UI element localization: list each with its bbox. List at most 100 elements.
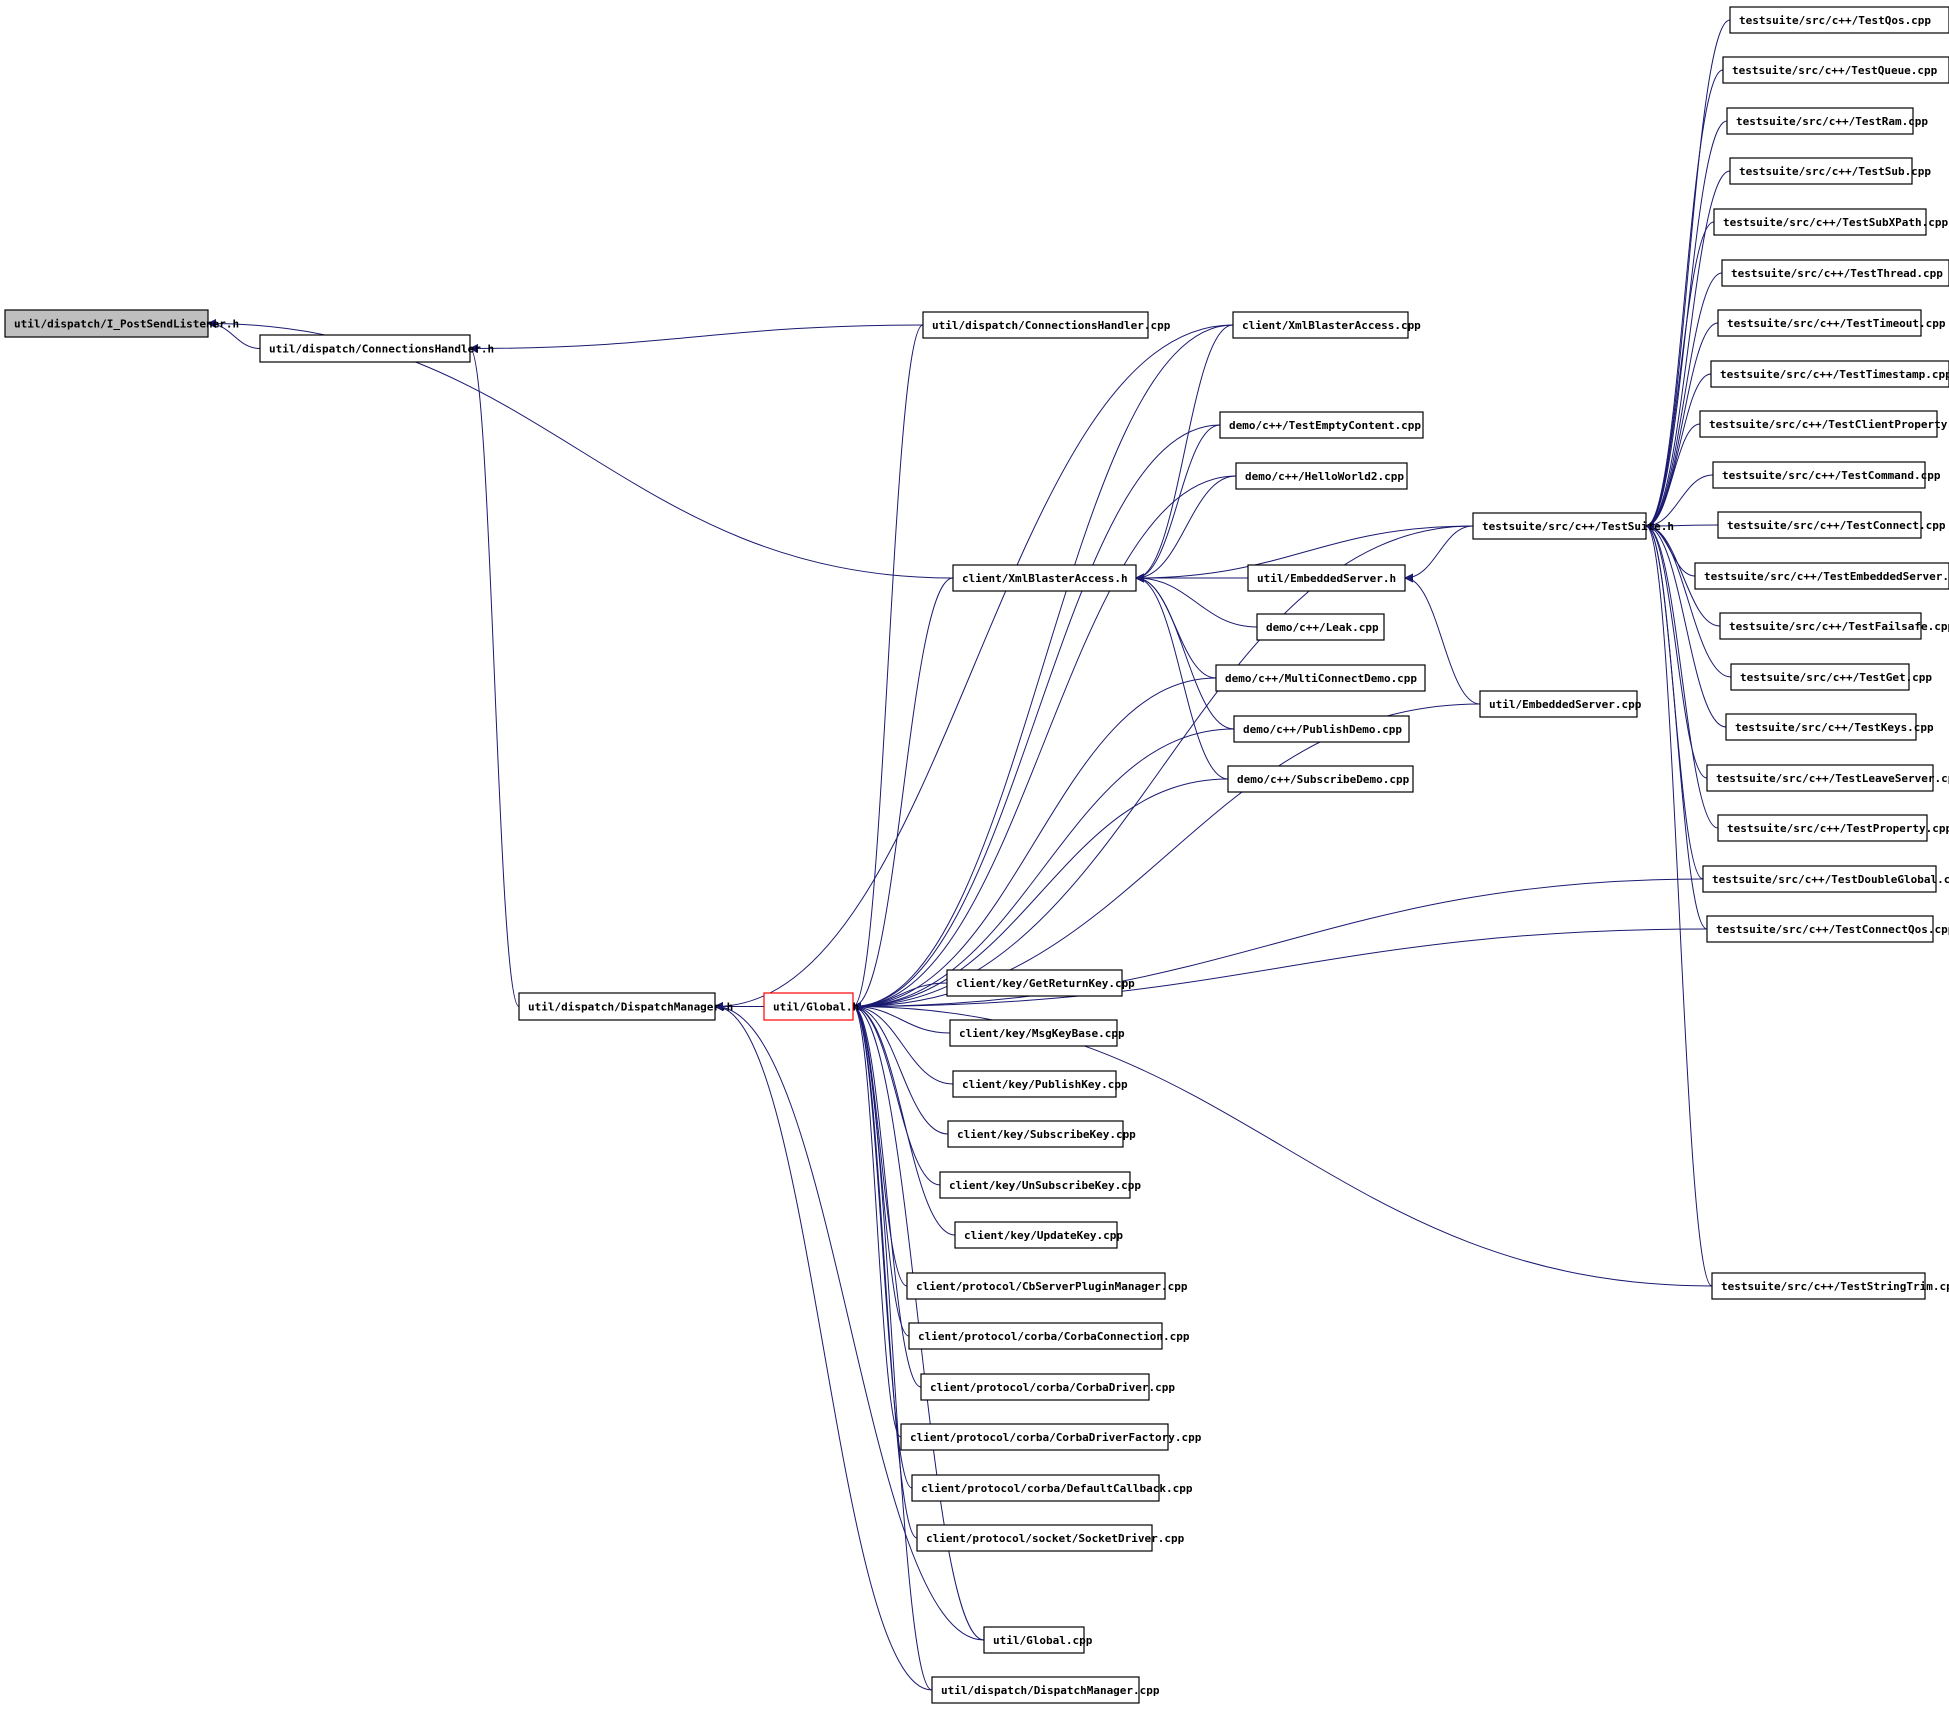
- node-box: [1702, 865, 1937, 893]
- node-label: client/protocol/corba/CorbaDriver.cpp: [930, 1381, 1175, 1394]
- node-box: [952, 1070, 1117, 1098]
- node-testsub[interactable]: testsuite/src/c++/TestSub.cpp: [1729, 157, 1931, 185]
- node-unsubscribekey[interactable]: client/key/UnSubscribeKey.cpp: [939, 1171, 1141, 1199]
- node-global-h[interactable]: util/Global.h: [763, 992, 859, 1021]
- node-defaultcallback[interactable]: client/protocol/corba/DefaultCallback.cp…: [911, 1474, 1193, 1502]
- node-testtimeout[interactable]: testsuite/src/c++/TestTimeout.cpp: [1717, 309, 1946, 337]
- node-subscribekey[interactable]: client/key/SubscribeKey.cpp: [947, 1120, 1136, 1148]
- edge-publishdemo-to-global-h: [852, 728, 1235, 1011]
- node-cbserverpluginmanager[interactable]: client/protocol/CbServerPluginManager.cp…: [906, 1272, 1188, 1300]
- node-box: [954, 1221, 1118, 1249]
- edge-teststringtrim-to-testsuite-h: [1645, 521, 1713, 1287]
- node-box: [1247, 564, 1406, 592]
- node-testconnect[interactable]: testsuite/src/c++/TestConnect.cpp: [1717, 511, 1946, 539]
- node-multiconnectdemo[interactable]: demo/c++/MultiConnectDemo.cpp: [1215, 664, 1426, 692]
- node-box: [1227, 765, 1414, 793]
- node-box: [906, 1272, 1166, 1300]
- node-embeddedserver-h[interactable]: util/EmbeddedServer.h: [1247, 564, 1406, 592]
- node-box: [259, 334, 471, 363]
- node-global-cpp[interactable]: util/Global.cpp: [983, 1626, 1093, 1654]
- node-testconnectqos[interactable]: testsuite/src/c++/TestConnectQos.cpp: [1706, 915, 1949, 943]
- node-box: [947, 1120, 1124, 1148]
- node-testfailsafe[interactable]: testsuite/src/c++/TestFailsafe.cpp: [1719, 612, 1949, 640]
- node-testleaveserver[interactable]: testsuite/src/c++/TestLeaveServer.cpp: [1706, 764, 1949, 792]
- node-box: [1721, 259, 1949, 287]
- node-label: demo/c++/HelloWorld2.cpp: [1245, 470, 1404, 483]
- node-socketdriver[interactable]: client/protocol/socket/SocketDriver.cpp: [916, 1524, 1185, 1552]
- edge-testsuite-h-to-xmlblasteraccess-h: [1135, 525, 1474, 583]
- node-msgkeybase[interactable]: client/key/MsgKeyBase.cpp: [949, 1019, 1125, 1047]
- node-embeddedserver-cpp[interactable]: util/EmbeddedServer.cpp: [1479, 690, 1642, 718]
- node-box: [916, 1524, 1153, 1552]
- node-publishdemo[interactable]: demo/c++/PublishDemo.cpp: [1233, 715, 1410, 743]
- node-testcommand[interactable]: testsuite/src/c++/TestCommand.cpp: [1712, 461, 1941, 489]
- node-connectionshandler-h[interactable]: util/dispatch/ConnectionsHandler.h: [259, 334, 494, 363]
- node-box: [4, 309, 209, 338]
- node-xmlblasteraccess-h[interactable]: client/XmlBlasterAccess.h: [952, 564, 1137, 592]
- edge-getreturnkey-to-global-h: [852, 982, 948, 1011]
- node-label: client/XmlBlasterAccess.h: [962, 572, 1128, 585]
- node-testqueue[interactable]: testsuite/src/c++/TestQueue.cpp: [1722, 56, 1949, 84]
- node-label: demo/c++/PublishDemo.cpp: [1243, 723, 1402, 736]
- node-dispatchmanager-cpp[interactable]: util/dispatch/DispatchManager.cpp: [931, 1676, 1160, 1704]
- edge-testsuite-h-to-embeddedserver-h: [1404, 525, 1474, 583]
- node-getreturnkey[interactable]: client/key/GetReturnKey.cpp: [946, 969, 1135, 997]
- node-corbadriver[interactable]: client/protocol/corba/CorbaDriver.cpp: [920, 1373, 1175, 1401]
- node-corbaconnection[interactable]: client/protocol/corba/CorbaConnection.cp…: [908, 1322, 1190, 1350]
- node-updatekey[interactable]: client/key/UpdateKey.cpp: [954, 1221, 1123, 1249]
- node-testram[interactable]: testsuite/src/c++/TestRam.cpp: [1726, 107, 1928, 135]
- node-box: [1256, 613, 1385, 641]
- edge-defaultcallback-to-global-h: [852, 1002, 913, 1489]
- node-i-postsendlistener[interactable]: util/dispatch/I_PostSendListener.h: [4, 309, 239, 338]
- node-teststringtrim[interactable]: testsuite/src/c++/TestStringTrim.cpp: [1711, 1272, 1949, 1300]
- node-testkeys[interactable]: testsuite/src/c++/TestKeys.cpp: [1725, 713, 1934, 741]
- node-testqos[interactable]: testsuite/src/c++/TestQos.cpp: [1729, 6, 1949, 34]
- edge-connectionshandler-cpp-to-global-h: [852, 324, 924, 1011]
- node-corbadriverfactory[interactable]: client/protocol/corba/CorbaDriverFactory…: [900, 1423, 1202, 1451]
- node-connectionshandler-cpp[interactable]: util/dispatch/ConnectionsHandler.cpp: [922, 311, 1171, 339]
- edge-dispatchmanager-cpp-to-dispatchmanager-h: [714, 1002, 933, 1691]
- node-box: [922, 311, 1149, 339]
- node-testsuite-h[interactable]: testsuite/src/c++/TestSuite.h: [1472, 512, 1674, 540]
- node-leak[interactable]: demo/c++/Leak.cpp: [1256, 613, 1385, 641]
- node-testembeddedserver[interactable]: testsuite/src/c++/TestEmbeddedServer.cpp: [1694, 562, 1949, 590]
- node-subscribedemo[interactable]: demo/c++/SubscribeDemo.cpp: [1227, 765, 1414, 793]
- edge-subscribedemo-to-global-h: [852, 778, 1229, 1011]
- edge-msgkeybase-to-global-h: [852, 1002, 951, 1034]
- node-box: [1706, 764, 1934, 792]
- edge-testdoubleglobal-to-global-h: [852, 878, 1704, 1011]
- edge-embeddedserver-cpp-to-embeddedserver-h: [1404, 573, 1481, 705]
- node-box: [1712, 461, 1926, 489]
- node-box: [946, 969, 1123, 997]
- node-label: testsuite/src/c++/TestThread.cpp: [1731, 267, 1943, 280]
- edge-testget-to-testsuite-h: [1645, 521, 1732, 678]
- edge-leak-to-xmlblasteraccess-h: [1135, 573, 1258, 628]
- node-label: client/key/UpdateKey.cpp: [964, 1229, 1123, 1242]
- node-box: [1706, 915, 1934, 943]
- edge-xmlblasteraccess-cpp-to-global-h: [852, 324, 1234, 1011]
- node-xmlblasteraccess-cpp[interactable]: client/XmlBlasterAccess.cpp: [1232, 311, 1421, 339]
- node-label: testsuite/src/c++/TestConnect.cpp: [1727, 519, 1946, 532]
- node-label: testsuite/src/c++/TestSuite.h: [1482, 520, 1674, 533]
- node-testproperty[interactable]: testsuite/src/c++/TestProperty.cpp: [1717, 814, 1949, 842]
- node-label: client/protocol/corba/CorbaConnection.cp…: [918, 1330, 1190, 1343]
- edge-testemptycontent-to-global-h: [852, 424, 1221, 1011]
- node-testemptycontent[interactable]: demo/c++/TestEmptyContent.cpp: [1219, 411, 1424, 439]
- edge-socketdriver-to-global-h: [852, 1002, 918, 1539]
- node-testsubxpath[interactable]: testsuite/src/c++/TestSubXPath.cpp: [1713, 208, 1949, 236]
- node-label: testsuite/src/c++/TestDoubleGlobal.cpp: [1712, 873, 1949, 886]
- node-publishkey[interactable]: client/key/PublishKey.cpp: [952, 1070, 1128, 1098]
- node-box: [1717, 814, 1928, 842]
- edges-layer: [207, 19, 1732, 1691]
- edge-updatekey-to-global-h: [852, 1002, 956, 1236]
- node-helloworld2[interactable]: demo/c++/HelloWorld2.cpp: [1235, 462, 1408, 490]
- node-testclientproperty[interactable]: testsuite/src/c++/TestClientProperty.cpp: [1699, 410, 1949, 438]
- node-box: [1722, 56, 1949, 84]
- node-dispatchmanager-h[interactable]: util/dispatch/DispatchManager.h: [518, 992, 733, 1021]
- node-testthread[interactable]: testsuite/src/c++/TestThread.cpp: [1721, 259, 1949, 287]
- node-testdoubleglobal[interactable]: testsuite/src/c++/TestDoubleGlobal.cpp: [1702, 865, 1949, 893]
- edge-corbadriverfactory-to-global-h: [852, 1002, 902, 1438]
- node-testget[interactable]: testsuite/src/c++/TestGet.cpp: [1730, 663, 1932, 691]
- node-testtimestamp[interactable]: testsuite/src/c++/TestTimestamp.cpp: [1710, 360, 1949, 388]
- edge-testconnectqos-to-testsuite-h: [1645, 521, 1708, 930]
